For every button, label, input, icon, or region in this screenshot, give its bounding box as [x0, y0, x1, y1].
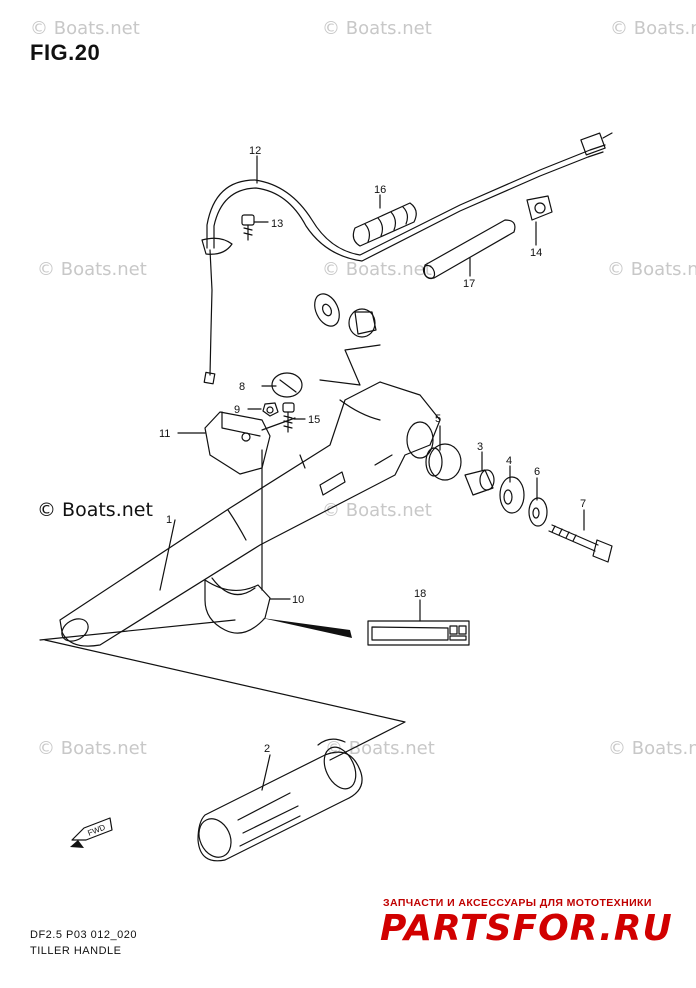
collar-3 [464, 469, 495, 496]
watermark: © Boats.net [322, 259, 432, 280]
watermark: © Boats.net [325, 738, 435, 759]
callout-17: 17 [463, 278, 475, 290]
watermark-dark: © Boats.net [37, 499, 153, 521]
callout-3: 3 [477, 441, 483, 453]
callout-1: 1 [166, 514, 172, 526]
footer-code: DF2.5 P03 012_020 [30, 929, 137, 941]
watermark: © Boats.net [37, 259, 147, 280]
clamp-upper [204, 411, 271, 475]
tiller-handle [59, 381, 441, 647]
callout-7: 7 [580, 498, 586, 510]
brand-logo: PARTSFOR.RU [380, 908, 673, 949]
callout-15: 15 [308, 414, 320, 426]
watermark: © Boats.net [322, 18, 432, 39]
callout-8: 8 [239, 381, 245, 393]
callout-5: 5 [435, 413, 441, 425]
footer-name: TILLER HANDLE [30, 945, 122, 957]
watermark: © Boats.net [30, 18, 140, 39]
brand-tagline: ЗАПЧАСТИ И АКСЕССУАРЫ ДЛЯ МОТОТЕХНИКИ [383, 897, 652, 909]
callout-18: 18 [414, 588, 426, 600]
watermark: © Boats.net [37, 738, 147, 759]
clamp-lower [204, 577, 271, 634]
knob-8 [271, 372, 303, 398]
callout-12: 12 [249, 145, 261, 157]
forward-arrow [71, 817, 113, 841]
tube-17 [422, 219, 516, 280]
screw-15 [282, 402, 295, 433]
bushing-5 [425, 443, 462, 481]
callout-4: 4 [506, 455, 512, 467]
watermark: © Boats.net [610, 18, 696, 39]
watermark: © Boats.net [322, 500, 432, 521]
washer-upper [314, 293, 377, 338]
bolt-7 [548, 524, 613, 563]
throttle-cable [201, 132, 613, 385]
nut-9 [262, 402, 279, 417]
callout-13: 13 [271, 218, 283, 230]
label-plate [367, 620, 470, 646]
washer-4 [499, 476, 525, 514]
washer-6 [528, 497, 548, 527]
callout-9: 9 [234, 404, 240, 416]
grip-2 [197, 738, 363, 862]
clip-14 [526, 195, 553, 221]
watermark: © Boats.net [607, 259, 696, 280]
callout-11: 11 [159, 428, 170, 440]
callout-14: 14 [530, 247, 542, 259]
callout-2: 2 [264, 743, 270, 755]
grip-sleeve [352, 202, 417, 247]
watermark: © Boats.net [608, 738, 696, 759]
callout-16: 16 [374, 184, 386, 196]
figure-title: FIG.20 [30, 40, 101, 65]
callout-10: 10 [292, 594, 304, 606]
bolt-13 [241, 214, 255, 241]
callout-6: 6 [534, 466, 540, 478]
